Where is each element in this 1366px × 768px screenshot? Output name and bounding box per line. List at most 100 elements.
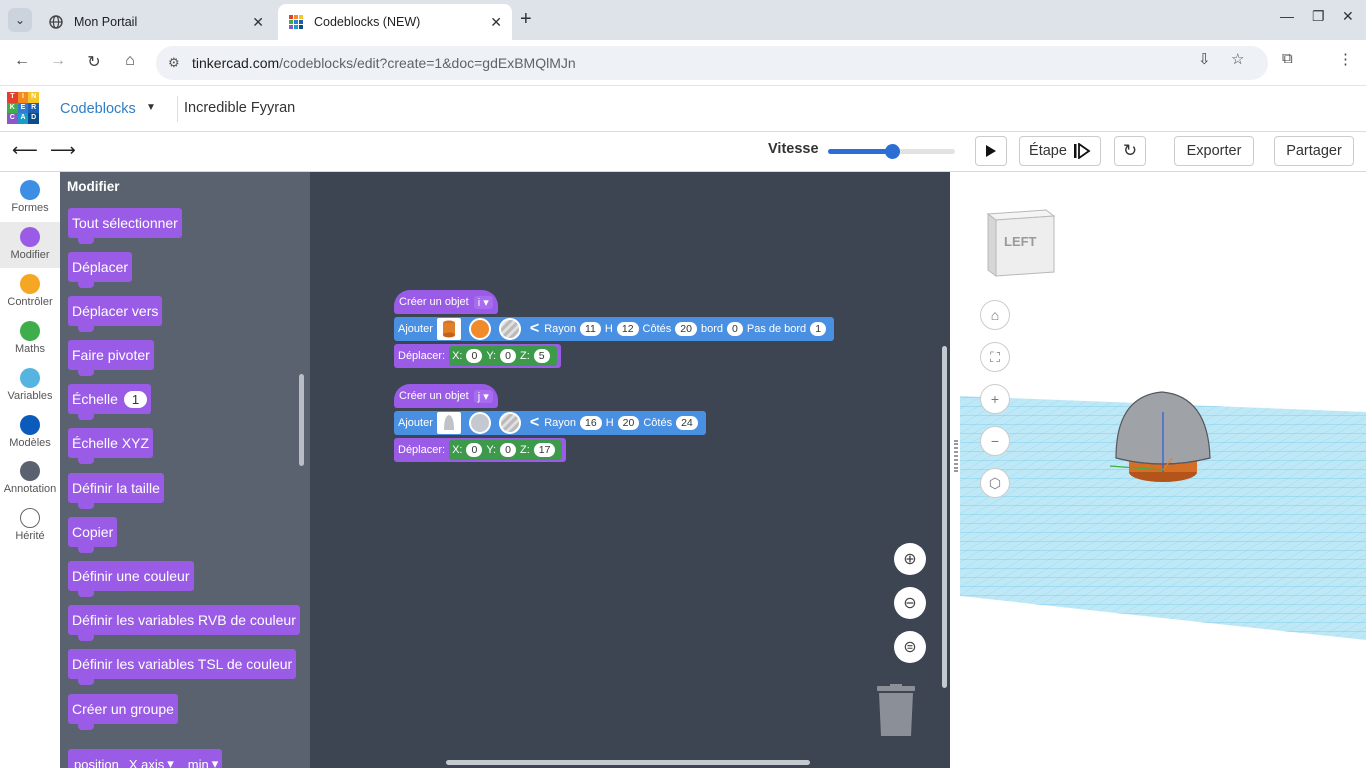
block-deplacer-vers[interactable]: Déplacer vers	[68, 296, 163, 332]
3d-viewport[interactable]: LEFT ⌂ ⛶ + − ⬡	[950, 172, 1366, 768]
step-button[interactable]: Étape	[1019, 136, 1101, 166]
zoom-in-button[interactable]: +	[980, 384, 1010, 414]
minimize-icon[interactable]: —	[1280, 8, 1294, 24]
block-echelle-xyz[interactable]: Échelle XYZ	[68, 428, 154, 464]
panel-resize-handle[interactable]	[954, 440, 958, 472]
param-value[interactable]: 12	[616, 322, 639, 336]
speed-slider[interactable]	[828, 144, 955, 159]
site-info-icon[interactable]: ⚙	[168, 55, 180, 70]
category-modeles[interactable]: Modèles	[0, 410, 60, 456]
workspace-vertical-scrollbar[interactable]	[942, 346, 947, 688]
x-value[interactable]: 0	[466, 349, 483, 363]
browser-tab-codeblocks[interactable]: Codeblocks (NEW) ✕	[278, 4, 512, 40]
param-value[interactable]: 11	[580, 322, 601, 336]
mode-dropdown[interactable]: min	[187, 756, 209, 768]
forward-arrow-icon[interactable]: →	[50, 52, 66, 69]
category-maths[interactable]: Maths	[0, 316, 60, 362]
move-block[interactable]: Déplacer: X:0 Y:0 Z:5	[394, 344, 561, 368]
param-value[interactable]: 16	[580, 416, 602, 430]
reset-button[interactable]: ↻	[1114, 136, 1146, 166]
block-definir-tsl[interactable]: Définir les variables TSL de couleur	[68, 649, 297, 685]
new-tab-plus-icon[interactable]: +	[520, 8, 532, 30]
param-value[interactable]: 1	[810, 322, 827, 336]
perspective-toggle-button[interactable]: ⬡	[980, 468, 1010, 498]
block-position-partial[interactable]: position X axis▾ min▾	[68, 749, 223, 768]
param-value[interactable]: 20	[617, 416, 640, 430]
share-button[interactable]: Partager	[1274, 136, 1354, 166]
hole-toggle-icon[interactable]	[498, 318, 521, 340]
move-block[interactable]: Déplacer: X:0 Y:0 Z:17	[394, 438, 567, 462]
extensions-icon[interactable]: ⧉	[1282, 50, 1293, 67]
category-controler[interactable]: Contrôler	[0, 269, 60, 315]
axis-dropdown[interactable]: X axis	[128, 756, 165, 768]
restore-icon[interactable]: ❐	[1312, 8, 1325, 24]
zoom-in-button[interactable]: ⊕	[894, 543, 926, 575]
block-faire-pivoter[interactable]: Faire pivoter	[68, 340, 154, 376]
block-copier[interactable]: Copier	[68, 517, 118, 553]
mode-selector[interactable]: Codeblocks	[60, 101, 136, 117]
block-definir-rvb[interactable]: Définir les variables RVB de couleur	[68, 605, 300, 641]
trash-icon[interactable]	[876, 684, 916, 738]
back-arrow-icon[interactable]: ←	[14, 52, 30, 69]
category-modifier[interactable]: Modifier	[0, 222, 60, 268]
x-value[interactable]: 0	[466, 443, 483, 457]
view-cube[interactable]	[986, 209, 1056, 277]
z-value[interactable]: 5	[533, 349, 550, 363]
zoom-reset-button[interactable]: ⊜	[894, 631, 926, 663]
hole-toggle-icon[interactable]	[498, 412, 521, 434]
create-object-block[interactable]: Créer un objet i ▾	[394, 290, 498, 314]
block-definir-une-couleur[interactable]: Définir une couleur	[68, 561, 194, 597]
home-icon[interactable]: ⌂	[125, 52, 135, 69]
color-swatch[interactable]	[468, 412, 491, 434]
close-window-icon[interactable]: ✕	[1342, 8, 1354, 24]
z-value[interactable]: 17	[533, 443, 556, 457]
param-value[interactable]: 0	[727, 322, 743, 336]
browser-tab-mon-portail[interactable]: Mon Portail ✕	[38, 4, 274, 40]
variable-dropdown[interactable]: i ▾	[473, 295, 493, 309]
block-definir-la-taille[interactable]: Définir la taille	[68, 473, 164, 509]
caret-down-icon[interactable]: ▼	[146, 102, 156, 113]
workspace-horizontal-scrollbar[interactable]	[446, 760, 810, 765]
block-creer-un-groupe[interactable]: Créer un groupe	[68, 694, 178, 730]
paraboloid-shape-icon[interactable]	[436, 412, 461, 434]
y-value[interactable]: 0	[500, 349, 516, 363]
document-title[interactable]: Incredible Fyyran	[184, 100, 296, 116]
bookmark-star-icon[interactable]: ☆	[1231, 51, 1245, 68]
block-deplacer[interactable]: Déplacer	[68, 252, 133, 288]
category-formes[interactable]: Formes	[0, 175, 60, 221]
address-bar[interactable]: ⚙ tinkercad.com/codeblocks/edit?create=1…	[156, 46, 1268, 80]
browser-menu-icon[interactable]: ⋮	[1338, 51, 1353, 68]
category-herite[interactable]: Hérité	[0, 503, 60, 549]
zoom-out-button[interactable]: −	[980, 426, 1010, 456]
variable-dropdown[interactable]: j ▾	[473, 389, 493, 403]
tab-search-icon[interactable]: ⌄	[8, 8, 32, 32]
category-variables[interactable]: Variables	[0, 363, 60, 409]
fit-view-button[interactable]: ⛶	[980, 342, 1010, 372]
redo-icon[interactable]: ⟶	[50, 140, 76, 160]
zoom-out-button[interactable]: ⊖	[894, 587, 926, 619]
scale-value[interactable]: 1	[123, 390, 148, 408]
home-view-button[interactable]: ⌂	[980, 300, 1010, 330]
collapse-chevron-icon[interactable]: <	[529, 414, 540, 431]
close-tab-icon[interactable]: ✕	[252, 13, 264, 30]
reload-icon[interactable]: ↻	[87, 54, 101, 71]
close-tab-icon[interactable]: ✕	[490, 13, 502, 30]
install-app-icon[interactable]: ⇩	[1198, 51, 1211, 68]
block-tout-selectionner[interactable]: Tout sélectionner	[68, 208, 182, 244]
color-swatch[interactable]	[468, 318, 491, 340]
speed-slider-thumb[interactable]	[884, 144, 900, 159]
flyout-scrollbar[interactable]	[299, 374, 304, 466]
create-object-block[interactable]: Créer un objet j ▾	[394, 384, 498, 408]
export-button[interactable]: Exporter	[1174, 136, 1254, 166]
y-value[interactable]: 0	[500, 443, 516, 457]
category-annotation[interactable]: Annotation	[0, 456, 60, 502]
cylinder-shape-icon[interactable]	[436, 318, 461, 340]
play-button[interactable]	[975, 136, 1007, 166]
undo-icon[interactable]: ⟵	[12, 140, 38, 160]
param-value[interactable]: 24	[676, 416, 698, 430]
